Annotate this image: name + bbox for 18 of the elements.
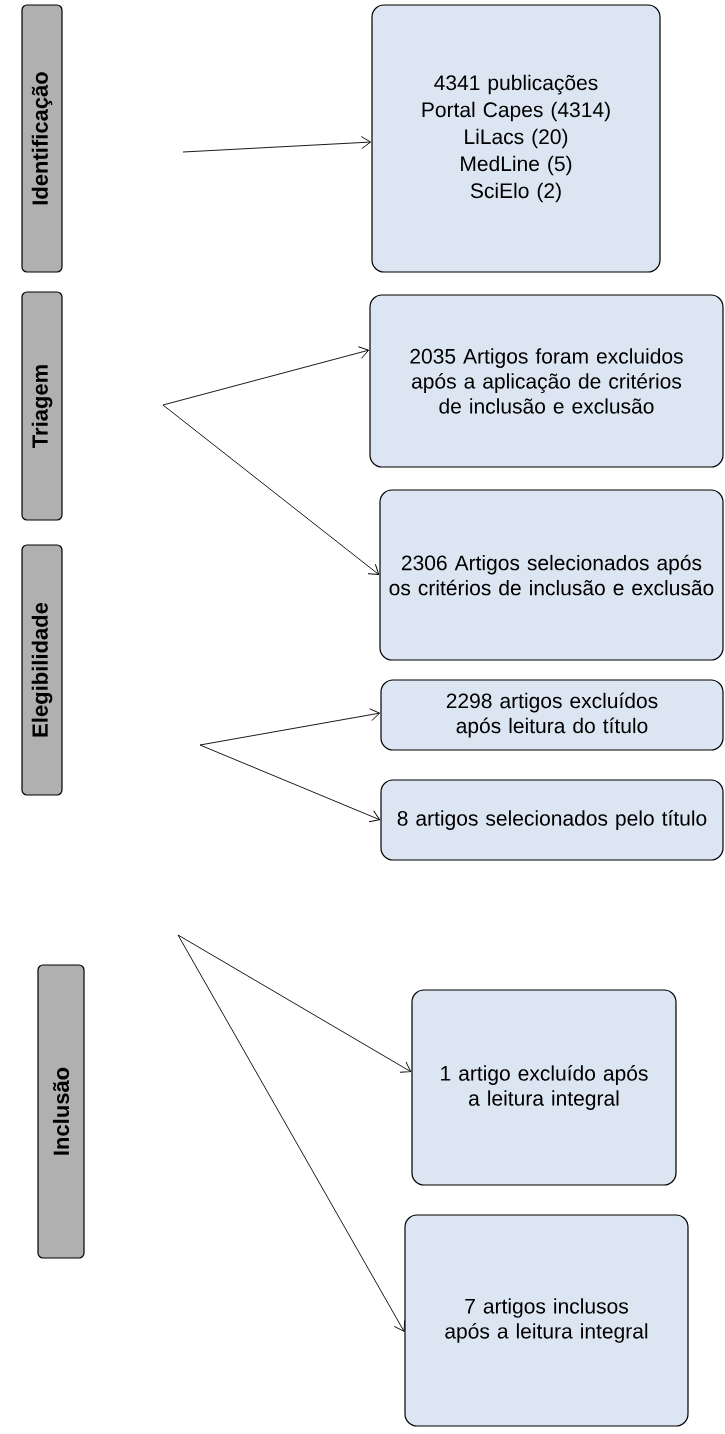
process-box: 4341 publicações Portal Capes (4314) LiLacs (20) MedLine (5) SciElo (2): [371, 4, 661, 273]
arrow: [177, 934, 406, 1332]
process-box: 8 artigos selecionados pelo título: [380, 779, 724, 861]
stage-box: Identificação: [21, 4, 63, 273]
stage-box: Inclusão: [37, 964, 85, 1259]
process-box: 2298 artigos excluídos após leitura do título: [380, 679, 724, 751]
process-box: 2035 Artigos foram excluidos após a aplicação de critérios de inclusão e exclusão: [369, 294, 724, 468]
arrow: [177, 934, 412, 1073]
arrow: [162, 404, 380, 575]
arrow: [199, 708, 381, 746]
stage-box: Elegibilidade: [21, 544, 63, 796]
arrow: [182, 136, 372, 153]
arrow: [162, 346, 370, 406]
process-box: 7 artigos inclusos após a leitura integral: [404, 1214, 689, 1427]
process-box: 1 artigo excluído após a leitura integral: [411, 989, 677, 1186]
stage-box: Triagem: [21, 291, 63, 521]
process-box: 2306 Artigos selecionados após os critérios de inclusão e exclusão: [379, 489, 724, 661]
arrow: [199, 744, 381, 823]
